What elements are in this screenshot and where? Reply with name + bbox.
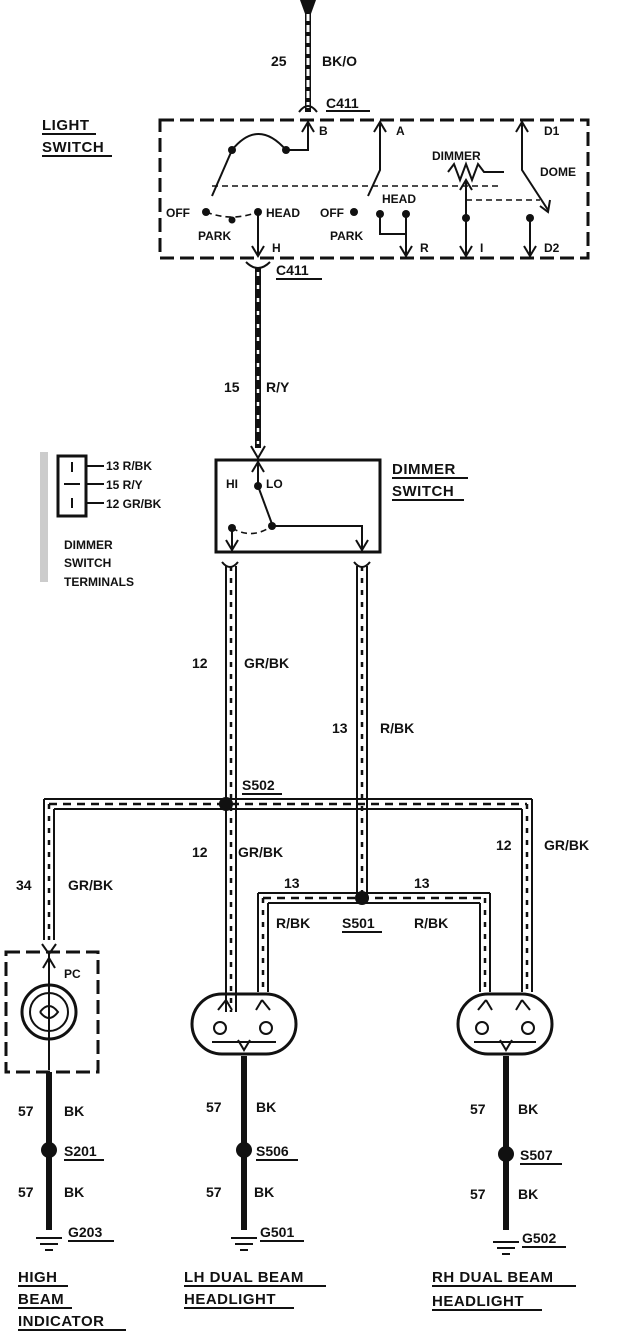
wire-25-number: 25 (271, 53, 287, 69)
wire-15-number: 15 (224, 379, 240, 395)
wire-12-left-color: GR/BK (244, 655, 289, 671)
wire-13-left-color: R/BK (276, 915, 310, 931)
ground-g501: G501 (260, 1224, 294, 1240)
wire-15-color: R/Y (266, 379, 290, 395)
dome-label: DOME (540, 165, 576, 179)
wire-13-center-number: 13 (332, 720, 348, 736)
pin-d2: D2 (544, 241, 560, 255)
wire-34-number: 34 (16, 877, 32, 893)
wire-12-right-number: 12 (496, 837, 512, 853)
wire-25-color: BK/O (322, 53, 357, 69)
pin-b: B (319, 124, 328, 138)
wire-34-color: GR/BK (68, 877, 113, 893)
caption-lh-2: HEADLIGHT (184, 1291, 276, 1308)
splice-s506: S506 (256, 1143, 289, 1159)
terminal-15: 15 R/Y (106, 478, 143, 492)
wire-12-right-color: GR/BK (544, 837, 589, 853)
splice-s507: S507 (520, 1147, 553, 1163)
harness-wires (43, 566, 533, 1012)
indicator-box (4, 950, 100, 1074)
light-switch-internals (202, 120, 551, 258)
gw-mid-top-number: 57 (206, 1099, 222, 1115)
dimmer-switch-title-1: DIMMER (392, 461, 456, 478)
wire-15 (250, 268, 266, 460)
lh-headlight (190, 992, 298, 1056)
light-switch-title-2: SWITCH (42, 139, 104, 156)
caption-rh-2: HEADLIGHT (432, 1293, 524, 1310)
park-right: PARK (330, 229, 363, 243)
gw-left-bottom-color: BK (64, 1184, 84, 1200)
indicator-lamp (20, 943, 78, 1070)
gw-mid-bottom-number: 57 (206, 1184, 222, 1200)
c411-bottom-connector (245, 261, 271, 269)
connector-c411-bottom: C411 (276, 262, 309, 278)
wire-12-left-number: 12 (192, 655, 208, 671)
splice-s502-dot (219, 797, 233, 811)
caption-lh-1: LH DUAL BEAM (184, 1269, 304, 1286)
gw-right-top-number: 57 (470, 1101, 486, 1117)
pin-i: I (480, 241, 483, 255)
splice-s201: S201 (64, 1143, 97, 1159)
ground-symbols (36, 1237, 519, 1255)
splice-s501-dot (355, 891, 369, 905)
gw-right-top-color: BK (518, 1101, 538, 1117)
ground-g203: G203 (68, 1224, 102, 1240)
gw-left-bottom-number: 57 (18, 1184, 34, 1200)
pin-h: H (272, 241, 281, 255)
terminals-plug (56, 454, 88, 518)
ground-g502: G502 (522, 1230, 556, 1246)
terminals-caption-1: DIMMER (64, 538, 113, 552)
light-switch-box (158, 118, 590, 260)
wire-13-left-number: 13 (284, 875, 300, 891)
caption-high-2: BEAM (18, 1291, 64, 1308)
dimmer-label: DIMMER (432, 149, 481, 163)
connector-c411-top: C411 (326, 95, 359, 111)
terminal-13: 13 R/BK (106, 459, 152, 473)
terminals-caption-3: TERMINALS (64, 575, 134, 589)
wire-12-lower-color: GR/BK (238, 844, 283, 860)
gw-mid-bottom-color: BK (254, 1184, 274, 1200)
caption-high-1: HIGH (18, 1269, 58, 1286)
dimmer-hi: HI (226, 477, 238, 491)
gw-left-top-color: BK (64, 1103, 84, 1119)
light-switch-title-1: LIGHT (42, 117, 90, 134)
off-right: OFF (320, 206, 344, 220)
rh-headlight (456, 992, 554, 1056)
pin-r: R (420, 241, 429, 255)
pin-a: A (396, 124, 405, 138)
park-left: PARK (198, 229, 231, 243)
wire-13-center-color: R/BK (380, 720, 414, 736)
terminal-12: 12 GR/BK (106, 497, 162, 511)
head-right: HEAD (382, 192, 416, 206)
caption-high-3: INDICATOR (18, 1313, 104, 1330)
pin-d1: D1 (544, 124, 560, 138)
ground-wires (41, 1056, 514, 1230)
dimmer-switch-title-2: SWITCH (392, 483, 454, 500)
splice-s502: S502 (242, 777, 275, 793)
splice-s501: S501 (342, 915, 375, 931)
wire-12-lower-number: 12 (192, 844, 208, 860)
off-left: OFF (166, 206, 190, 220)
gw-mid-top-color: BK (256, 1099, 276, 1115)
indicator-pc: PC (64, 967, 81, 981)
dimmer-lo: LO (266, 477, 283, 491)
wire-25 (298, 0, 318, 113)
gw-right-bottom-number: 57 (470, 1186, 486, 1202)
gw-right-bottom-color: BK (518, 1186, 538, 1202)
dimmer-switch-internals (225, 460, 369, 552)
terminals-caption-2: SWITCH (64, 556, 111, 570)
dimmer-switch-box (214, 458, 382, 554)
terminals-leads (64, 462, 104, 508)
caption-rh-1: RH DUAL BEAM (432, 1269, 554, 1286)
wire-13-right-color: R/BK (414, 915, 448, 931)
head-left: HEAD (266, 206, 300, 220)
gw-left-top-number: 57 (18, 1103, 34, 1119)
terminals-shading (40, 452, 48, 582)
wire-13-right-number: 13 (414, 875, 430, 891)
